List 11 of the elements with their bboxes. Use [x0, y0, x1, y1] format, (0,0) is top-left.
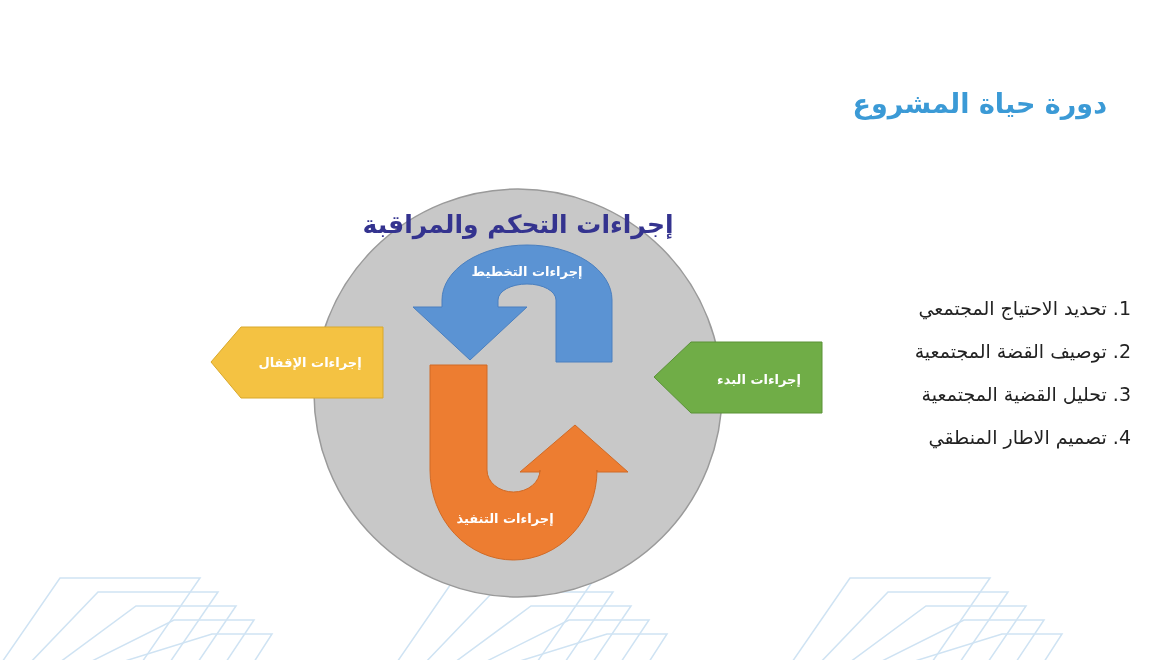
arrow-shape — [210, 326, 384, 399]
arrow-label: إجراءات البدء — [717, 371, 801, 387]
list-item: 1. تحديد الاحتياج المجتمعي — [918, 297, 1131, 319]
list-item: 2. توصيف القضة المجتمعية — [914, 340, 1131, 362]
slide-title: دورة حياة المشروع — [852, 88, 1107, 119]
arrow-label: إجراءات التخطيط — [471, 263, 583, 279]
arrow-label: إجراءات التنفيذ — [456, 510, 554, 526]
circle-label: إجراءات التحكم والمراقبة — [362, 210, 674, 239]
arrow-label: إجراءات الإقفال — [258, 354, 362, 370]
list-item: 3. تحليل القضية المجتمعية — [921, 383, 1131, 405]
list-item: 4. تصميم الاطار المنطقي — [928, 426, 1131, 448]
